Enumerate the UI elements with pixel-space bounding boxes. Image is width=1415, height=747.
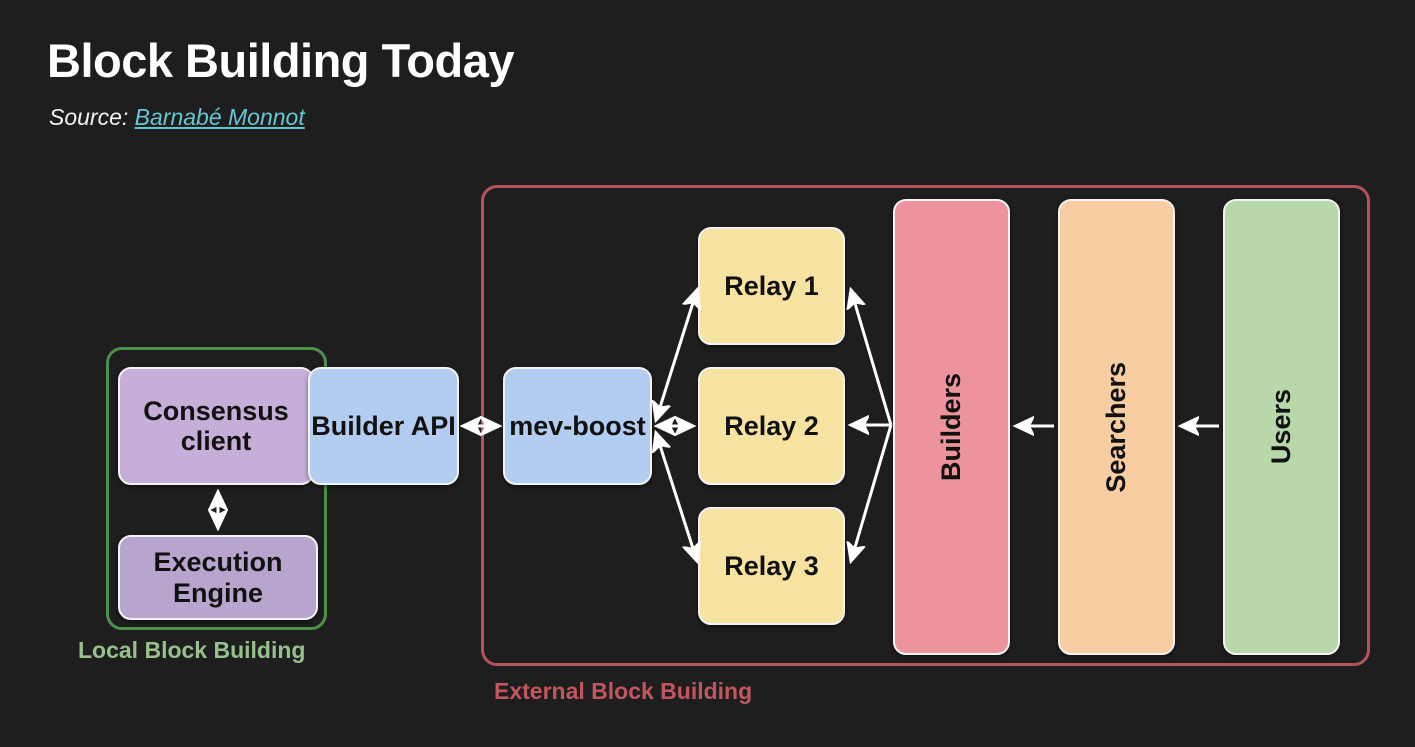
node-builders[interactable]: Builders (893, 199, 1010, 655)
node-searchers[interactable]: Searchers (1058, 199, 1175, 655)
node-builders-label: Builders (936, 372, 966, 482)
local-block-building-group (106, 347, 327, 630)
local-block-building-label: Local Block Building (78, 637, 306, 663)
node-searchers-label: Searchers (1101, 361, 1131, 493)
external-block-building-label: External Block Building (494, 678, 753, 704)
node-mev-boost[interactable]: mev-boost (503, 367, 652, 485)
page-title: Block Building Today (47, 34, 514, 87)
node-relay-3[interactable]: Relay 3 (698, 507, 845, 625)
node-relay-2[interactable]: Relay 2 (698, 367, 845, 485)
source-label: Source: (49, 104, 129, 130)
node-consensus-client[interactable]: Consensus client (118, 367, 314, 485)
node-users-label: Users (1266, 389, 1296, 465)
node-execution-engine[interactable]: Execution Engine (118, 535, 318, 620)
source-link[interactable]: Barnabé Monnot (134, 104, 305, 130)
source-attribution: Source: Barnabé Monnot (49, 104, 305, 131)
node-relay-1[interactable]: Relay 1 (698, 227, 845, 345)
node-users[interactable]: Users (1223, 199, 1340, 655)
node-builder-api[interactable]: Builder API (308, 367, 459, 485)
